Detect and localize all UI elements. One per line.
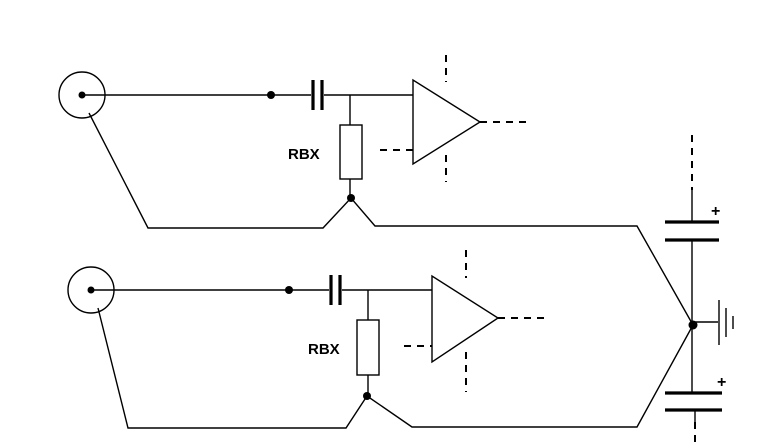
resistor-2	[356, 319, 380, 376]
capacitor-1	[311, 80, 324, 110]
resistor-label-1: RBX	[288, 146, 320, 163]
common-node	[688, 320, 698, 330]
battery-1	[665, 220, 719, 242]
junction-node-2	[285, 286, 293, 294]
channel-2: RBX	[67, 250, 694, 429]
battery-plus-1: +	[711, 203, 720, 220]
junction-node-1	[267, 91, 275, 99]
capacitor-2	[329, 275, 342, 305]
amplifier-1	[380, 55, 528, 182]
ground-symbol	[693, 300, 734, 345]
channel-1: RBX	[58, 55, 694, 326]
shield-return-wire-1	[88, 112, 694, 326]
battery-2	[665, 391, 722, 412]
battery-plus-2: +	[717, 374, 726, 391]
shield-return-wire-2	[97, 307, 694, 429]
power-supply: + +	[665, 135, 734, 448]
resistor-label-2: RBX	[308, 341, 340, 358]
resistor-1	[339, 124, 363, 180]
amplifier-2	[404, 250, 545, 392]
